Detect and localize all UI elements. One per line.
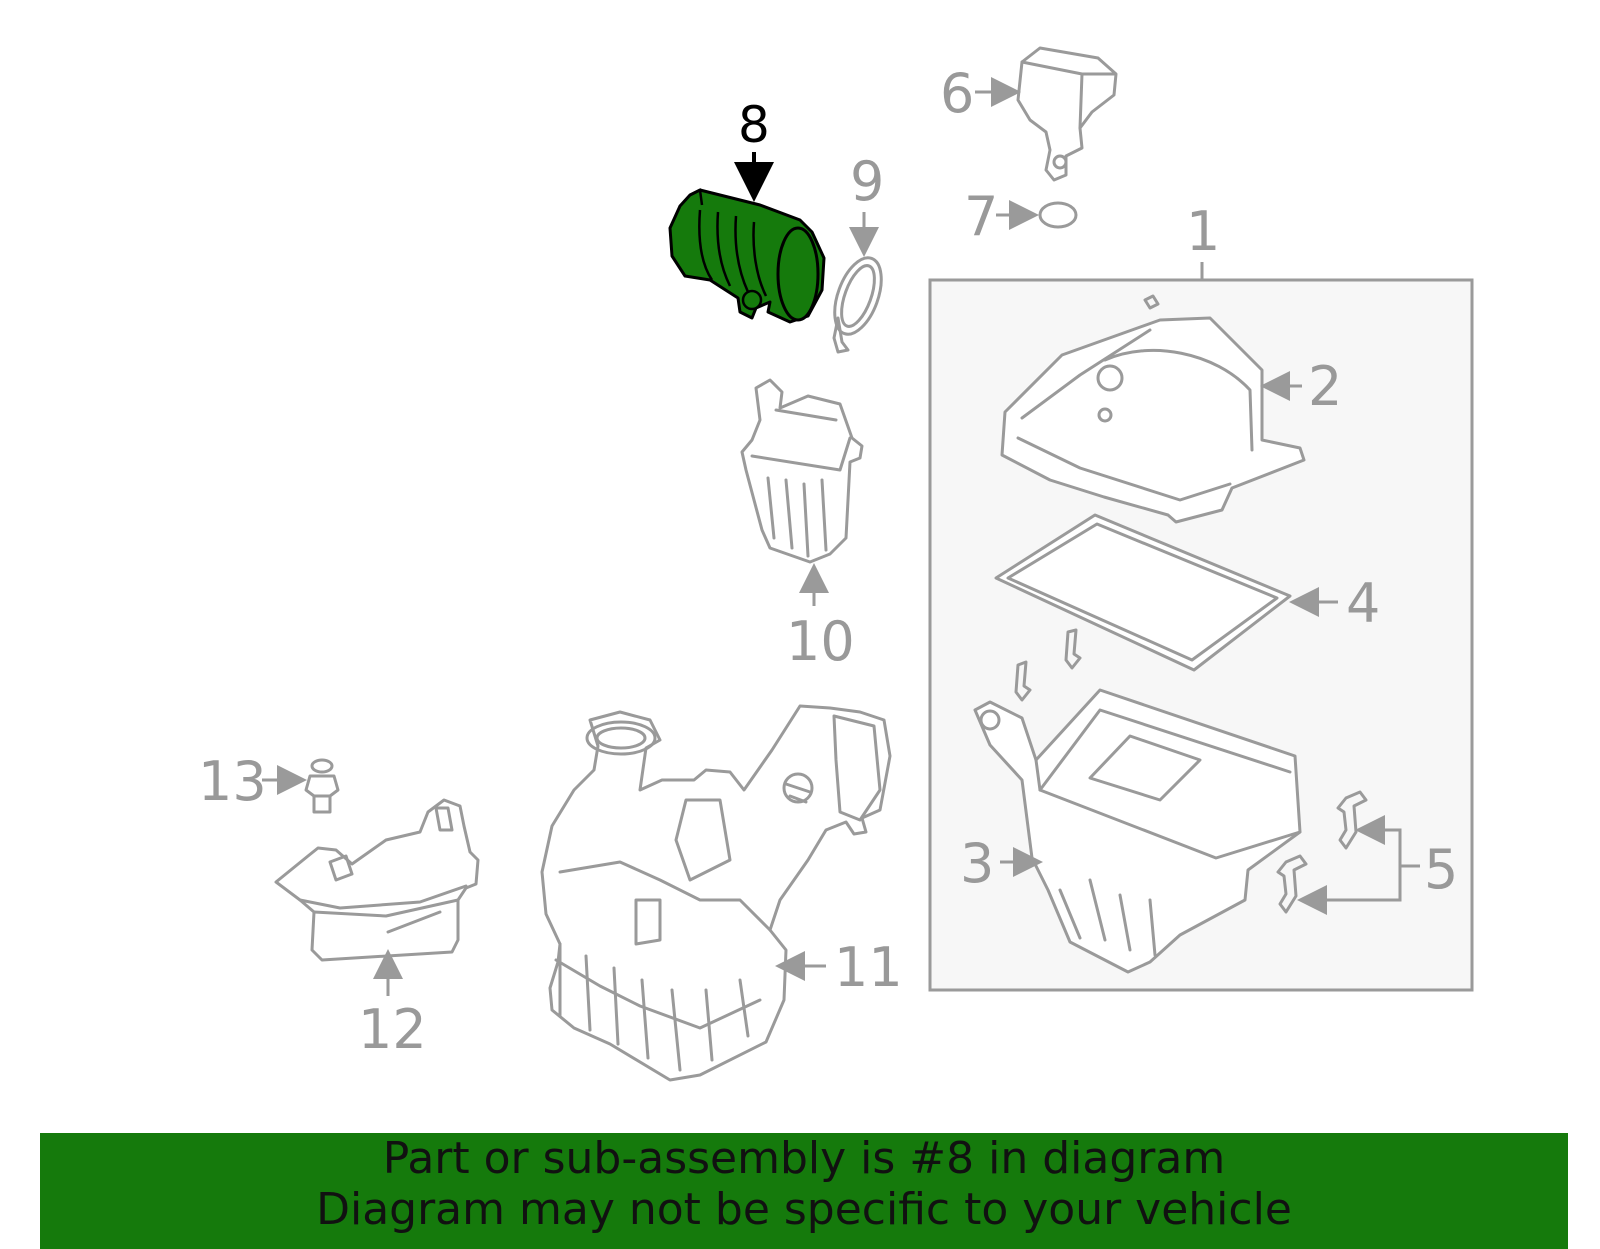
part-label-3: 3 bbox=[960, 832, 994, 895]
clip-left bbox=[1014, 660, 1032, 702]
part-label-5: 5 bbox=[1424, 838, 1458, 901]
clip-right bbox=[1064, 628, 1082, 670]
info-banner: Part or sub-assembly is #8 in diagram Di… bbox=[40, 1133, 1568, 1249]
part-8-intake-hose[interactable] bbox=[668, 188, 826, 324]
part-11-air-duct[interactable] bbox=[540, 704, 892, 1082]
part-label-8: 8 bbox=[738, 96, 770, 154]
part-7-o-ring[interactable] bbox=[1038, 201, 1078, 229]
part-12-bracket[interactable] bbox=[274, 798, 480, 962]
part-label-4: 4 bbox=[1346, 572, 1380, 635]
part-9-hose-clamp[interactable] bbox=[826, 252, 891, 354]
banner-line-1: Part or sub-assembly is #8 in diagram bbox=[382, 1133, 1226, 1184]
part-label-11: 11 bbox=[834, 936, 903, 999]
part-2-upper-housing[interactable] bbox=[1000, 294, 1306, 524]
part-label-6: 6 bbox=[940, 62, 974, 125]
part-label-9: 9 bbox=[850, 150, 884, 213]
info-banner-background bbox=[40, 1133, 1568, 1249]
part-label-13: 13 bbox=[198, 750, 267, 813]
part-6-airflow-sensor[interactable] bbox=[1016, 46, 1118, 182]
part-label-1: 1 bbox=[1186, 200, 1220, 263]
part-label-2: 2 bbox=[1308, 355, 1342, 418]
part-13-fastener[interactable] bbox=[304, 758, 340, 814]
part-label-10: 10 bbox=[786, 610, 855, 673]
banner-line-2: Diagram may not be specific to your vehi… bbox=[316, 1184, 1292, 1235]
part-label-12: 12 bbox=[358, 998, 427, 1061]
part-3-lower-housing[interactable] bbox=[973, 688, 1302, 974]
part-label-7: 7 bbox=[964, 185, 998, 248]
part-5-clips[interactable] bbox=[1276, 790, 1368, 914]
part-10-resonator[interactable] bbox=[740, 378, 864, 564]
